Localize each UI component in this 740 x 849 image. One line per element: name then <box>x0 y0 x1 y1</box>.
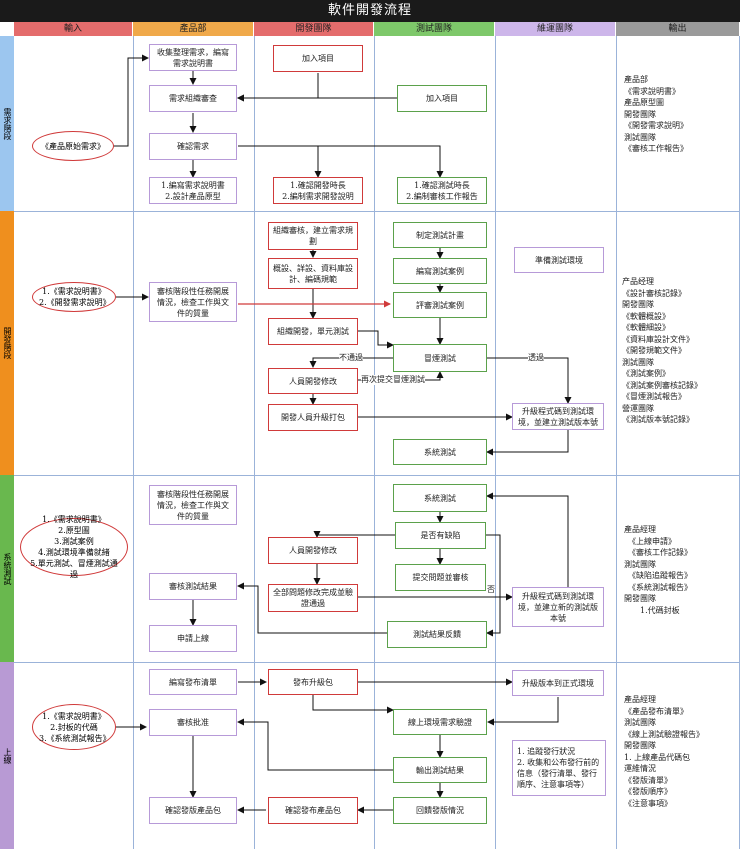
edge <box>487 357 572 404</box>
node-test-join-project: 加入項目 <box>397 85 487 112</box>
node-write-release-list: 編寫發布清單 <box>149 669 237 695</box>
node-dev-join-project: 加入項目 <box>273 45 363 72</box>
node-test-deliverables: 1.確認測試時長 2.編制審核工作報告 <box>397 177 487 204</box>
node-smoke-test: 冒煙測試 <box>393 344 487 372</box>
node-all-issues-fixed: 全部問題修改完成並驗證通過 <box>268 584 358 612</box>
node-dev-fix-1: 人員開發修改 <box>268 368 358 394</box>
phase-divider <box>14 662 740 663</box>
phase-label: 上線 <box>3 747 12 764</box>
node-upgrade-production: 升級版本到正式環境 <box>512 670 604 696</box>
node-has-defects: 是否有缺陷 <box>395 522 486 549</box>
node-dev-fix-2: 人員開發修改 <box>268 537 358 564</box>
output-phase2: 产品经理 《設計審核記錄》 開發團隊 《軟體概設》 《軟體細設》 《資料庫設計文… <box>622 277 702 424</box>
phase-release: 上線 <box>0 662 14 849</box>
column-header-test: 測試團隊 <box>374 22 495 36</box>
node-confirm-requirements: 確認需求 <box>149 133 237 160</box>
node-test-cases: 編寫測試案例 <box>393 258 487 284</box>
phase-system-test: 系統測試 <box>0 475 14 662</box>
output-phase4: 產品經理 《產品發布清單》 測試團隊 《線上測試驗證報告》 開發團隊 1. 上線… <box>624 695 704 808</box>
edge-label-fail: 不通過 <box>339 353 363 363</box>
node-prepare-test-env: 準備測試環境 <box>514 247 604 273</box>
node-test-plan: 制定測試計畫 <box>393 222 487 248</box>
phase-requirements: 需求階段 <box>0 36 14 211</box>
node-online-verification: 線上環境需求驗證 <box>393 709 487 735</box>
node-track-release: 1. 追蹤發行狀況 2. 收集和公布發行前的信息（發行清單、發行順序、注意事項等… <box>512 740 606 796</box>
node-collect-requirements: 收集整理需求，編寫需求說明書 <box>149 44 237 71</box>
edge <box>487 697 559 726</box>
node-product-stage-review: 審核階段性任務開展情況，檢查工作與文件的質量 <box>149 282 237 322</box>
edge <box>309 357 393 368</box>
phase-label: 需求階段 <box>3 107 12 140</box>
lane-divider <box>133 36 134 849</box>
node-ops-upgrade-test-env: 升級程式碼到測試環境，並建立測試版本號 <box>512 403 604 430</box>
lane-divider <box>254 36 255 849</box>
input-phase2: 1.《需求說明書》 2.《開發需求說明》 <box>32 282 116 312</box>
node-output-test-result: 輸出測試結果 <box>393 757 487 783</box>
node-system-test: 系統測試 <box>393 484 487 512</box>
input-original-requirements: 《產品原始需求》 <box>32 131 114 161</box>
edge <box>358 330 394 349</box>
phase-divider <box>14 211 740 212</box>
phase-divider <box>14 475 740 476</box>
input-phase4: 1.《需求說明書》 2.封板的代碼 3.《系統測試報告》 <box>32 704 116 750</box>
lane-divider <box>374 36 375 849</box>
column-header-input: 輸入 <box>14 22 133 36</box>
node-dev-review-planning: 組織審核，建立需求規劃 <box>268 222 358 250</box>
column-header-dev: 開發團隊 <box>254 22 374 36</box>
edge <box>486 430 569 456</box>
node-dev-code-unit-test: 組織開發，單元測試 <box>268 318 358 345</box>
phase-development: 開發階段 <box>0 211 14 475</box>
node-system-test-dev: 系統測試 <box>393 439 487 465</box>
edge <box>486 534 501 637</box>
node-test-case-review: 評審測試案例 <box>393 292 487 318</box>
input-phase3: 1.《需求說明書》 2.原型圖 3.測試案例 4.測試環境準備就緒 5.單元測試… <box>20 515 128 579</box>
node-submit-issues: 提交問題並審核 <box>395 564 486 591</box>
edge <box>112 54 149 147</box>
lane-divider <box>495 36 496 849</box>
node-product-deliverables: 1.編寫需求說明書 2.設計產品原型 <box>149 177 237 204</box>
node-confirm-release-package: 確認發版產品包 <box>149 797 237 824</box>
column-header-ops: 維運團隊 <box>495 22 616 36</box>
node-publish-upgrade-package: 發布升級包 <box>268 669 358 695</box>
edge <box>486 492 569 587</box>
edge-label-pass: 透過 <box>528 353 544 363</box>
diagram-title: 軟件開發流程 <box>0 0 740 22</box>
node-confirm-publish-package: 確認發布產品包 <box>268 797 358 824</box>
node-approve: 審核批准 <box>149 709 237 736</box>
edge <box>312 695 394 714</box>
output-phase1: 產品部 《需求說明書》 產品原型圖 開發團隊 《開發需求說明》 測試團隊 《審核… <box>624 75 688 153</box>
node-audit-test-result: 審核測試結果 <box>149 573 237 600</box>
edge <box>237 73 319 102</box>
node-release-feedback: 回饋發版情況 <box>393 797 487 824</box>
node-dev-deliverables: 1.確認開發時長 2.編制需求開發說明 <box>273 177 363 204</box>
lane-divider <box>616 36 617 849</box>
node-requirements-review: 需求組織審查 <box>149 85 237 112</box>
node-ops-upgrade-new-version: 升級程式碼到測試環境，並建立新的測試版本號 <box>512 587 604 627</box>
node-test-feedback: 測試結果反饋 <box>387 621 487 648</box>
edge <box>237 582 393 634</box>
phase-label: 開發階段 <box>3 327 12 359</box>
node-dev-design: 概設、詳設、資料庫設計、編碼規範 <box>268 258 358 289</box>
output-phase3: 產品經理 《上線申請》 《審核工作記錄》 測試團隊 《缺陷追蹤報告》 《系統測試… <box>624 525 692 615</box>
node-dev-package: 開發人員升級打包 <box>268 404 358 431</box>
edge-label-retest: 再次提交冒煙測試 <box>361 375 425 385</box>
edge <box>237 718 393 771</box>
edge <box>313 531 395 538</box>
edge <box>238 145 444 178</box>
node-product-stage-review-3: 審核階段性任務開展情況，檢查工作與文件的質量 <box>149 485 237 525</box>
column-header-product: 產品部 <box>133 22 254 36</box>
node-apply-online: 申請上線 <box>149 625 237 652</box>
phase-label: 系統測試 <box>3 552 12 585</box>
edge-label-no: 否 <box>487 585 495 595</box>
